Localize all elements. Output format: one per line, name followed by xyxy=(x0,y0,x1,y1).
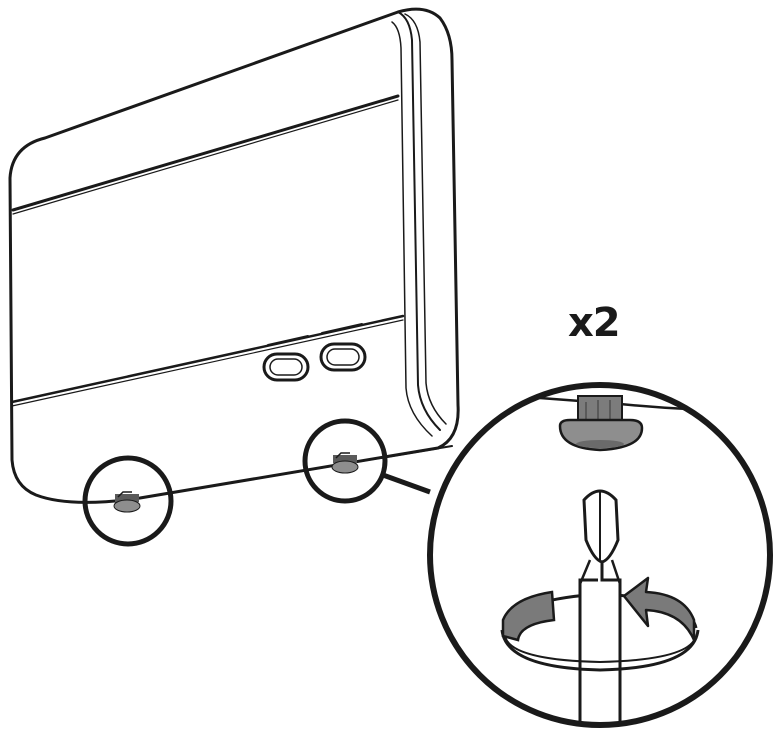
device-seam-bottom-shadow xyxy=(11,319,404,407)
rotation-arrow-tail xyxy=(501,590,556,642)
device-front-outline xyxy=(8,7,460,504)
screw-icon xyxy=(113,491,141,513)
device-button-right-inner xyxy=(326,348,360,366)
callout-connector xyxy=(382,472,431,495)
screw-callout-right xyxy=(302,418,388,504)
device-seam-top-shadow xyxy=(12,99,399,215)
counterclockwise-rotation-icon xyxy=(622,576,696,642)
device-seam-top xyxy=(11,94,400,212)
quantity-label: x2 xyxy=(568,300,621,346)
device-side-edge-3 xyxy=(391,21,433,437)
rotation-ring-front xyxy=(500,629,700,672)
device-buttons xyxy=(262,342,367,382)
device-button-left-inner xyxy=(269,358,303,376)
screw-icon xyxy=(331,452,359,474)
magnified-callout xyxy=(427,382,773,728)
device-housing xyxy=(8,7,460,504)
device-side-edge-1 xyxy=(397,11,441,431)
device-ridge-left xyxy=(267,335,309,346)
device-ridge-right xyxy=(321,323,363,334)
screwdriver-icon xyxy=(578,489,622,725)
device-side-edge-2 xyxy=(404,13,447,425)
device-bottom-edge xyxy=(139,445,453,499)
screw-callout-left xyxy=(82,455,174,547)
